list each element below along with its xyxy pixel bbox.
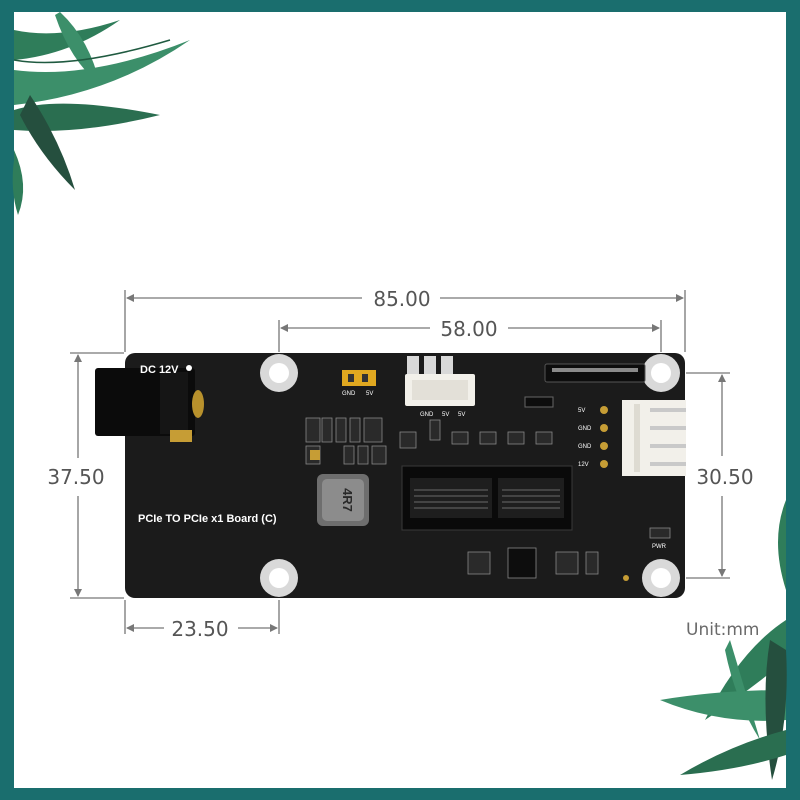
mounting-holes bbox=[260, 354, 680, 597]
dc-12v-label: DC 12V bbox=[140, 364, 179, 376]
fpc-connector bbox=[544, 363, 646, 383]
unit-label: Unit:mm bbox=[686, 620, 760, 640]
inductor-label: 4R7 bbox=[340, 488, 355, 512]
smd-components bbox=[305, 417, 671, 575]
header-label-5v-2: 5V bbox=[458, 412, 465, 418]
fan-pin-label-5v: 5V bbox=[578, 408, 585, 414]
header-label-gnd: GND bbox=[420, 412, 434, 418]
board-title: PCIe TO PCIe x1 Board (C) bbox=[138, 513, 277, 525]
pwr-led-label: PWR bbox=[652, 544, 667, 550]
dim-overall-width: 85.00 bbox=[373, 287, 430, 311]
dim-hole-offset-x: 23.50 bbox=[171, 617, 228, 641]
inductor bbox=[317, 474, 369, 526]
leaf-decoration-bottom-right bbox=[660, 500, 787, 780]
dc-jack bbox=[95, 368, 204, 442]
fan-connector bbox=[600, 400, 686, 476]
jumper-label-5v: 5V bbox=[366, 391, 373, 397]
three-pin-header bbox=[405, 356, 475, 406]
jumper-header bbox=[342, 370, 376, 386]
dim-hole-spacing-y: 30.50 bbox=[696, 465, 753, 489]
fan-pin-label-gnd-1: GND bbox=[578, 426, 592, 432]
dim-overall-height: 37.50 bbox=[47, 465, 104, 489]
jumper-label-gnd: GND bbox=[342, 391, 356, 397]
dimension-lines bbox=[70, 290, 730, 634]
pcie-x1-slot bbox=[401, 465, 573, 531]
dim-hole-spacing-x: 58.00 bbox=[440, 317, 497, 341]
header-label-5v-1: 5V bbox=[442, 412, 449, 418]
fan-pin-label-gnd-2: GND bbox=[578, 444, 592, 450]
leaf-decoration-top-left bbox=[12, 12, 190, 215]
fan-pin-label-12v: 12V bbox=[578, 462, 589, 468]
